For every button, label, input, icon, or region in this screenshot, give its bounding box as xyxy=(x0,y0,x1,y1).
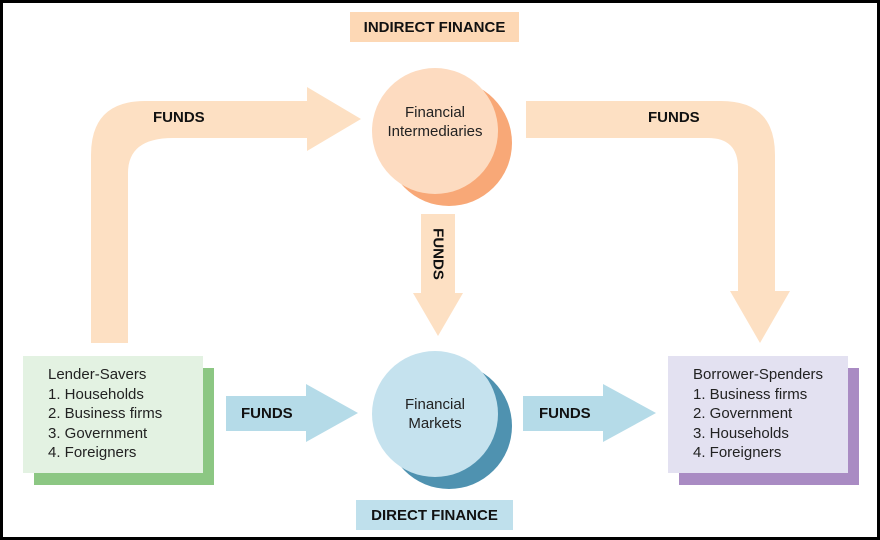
lender-item: 3. Government xyxy=(48,424,148,442)
direct-finance-label: DIRECT FINANCE xyxy=(371,506,498,524)
indirect-finance-tag-bg xyxy=(350,12,519,42)
borrower-spenders-box: Borrower-Spenders 1. Business firms 2. G… xyxy=(668,356,848,473)
funds-label-top-left: FUNDS xyxy=(153,109,205,126)
direct-finance-tag-bg xyxy=(356,500,513,530)
funds-label-top-right: FUNDS xyxy=(648,109,700,126)
indirect-finance-label: INDIRECT FINANCE xyxy=(363,18,506,36)
lender-item: 4. Foreigners xyxy=(48,444,137,461)
down-arrow xyxy=(413,214,463,336)
funds-label-bottom-left: FUNDS xyxy=(241,405,293,422)
lender-box-bg xyxy=(23,356,203,473)
intermediaries-line1: Financial xyxy=(404,104,466,121)
indirect-arrow-left xyxy=(91,87,361,343)
direct-arrow-left xyxy=(226,384,358,442)
funds-label-vertical: FUNDS xyxy=(429,228,447,280)
intermediaries-line2: Intermediaries xyxy=(387,123,483,140)
markets-label: Financial Markets xyxy=(372,395,498,433)
lender-savers-box: Lender-Savers 1. Households 2. Business … xyxy=(23,356,203,473)
borrower-item: 1. Business firms xyxy=(693,385,808,403)
borrower-box-bg xyxy=(668,356,848,473)
lender-savers-title: Lender-Savers xyxy=(48,366,147,383)
markets-line1: Financial xyxy=(404,396,466,413)
intermediaries-label: Financial Intermediaries xyxy=(372,103,498,141)
borrower-item: 3. Households xyxy=(693,424,789,442)
indirect-arrow-right xyxy=(526,101,790,343)
borrower-item: 4. Foreigners xyxy=(693,444,782,461)
borrower-spenders-title: Borrower-Spenders xyxy=(693,366,824,383)
intermediaries-circle xyxy=(372,68,498,194)
markets-line2: Markets xyxy=(408,415,462,432)
funds-label-bottom-right: FUNDS xyxy=(539,405,591,422)
markets-circle xyxy=(372,351,498,477)
lender-item: 1. Households xyxy=(48,385,144,403)
diagram-canvas: INDIRECT FINANCE DIRECT FINANCE FUNDS FU… xyxy=(3,3,877,537)
direct-arrow-right xyxy=(523,384,656,442)
lender-item: 2. Business firms xyxy=(48,405,163,422)
borrower-item: 2. Government xyxy=(693,405,793,422)
flow-arrows xyxy=(23,12,859,530)
